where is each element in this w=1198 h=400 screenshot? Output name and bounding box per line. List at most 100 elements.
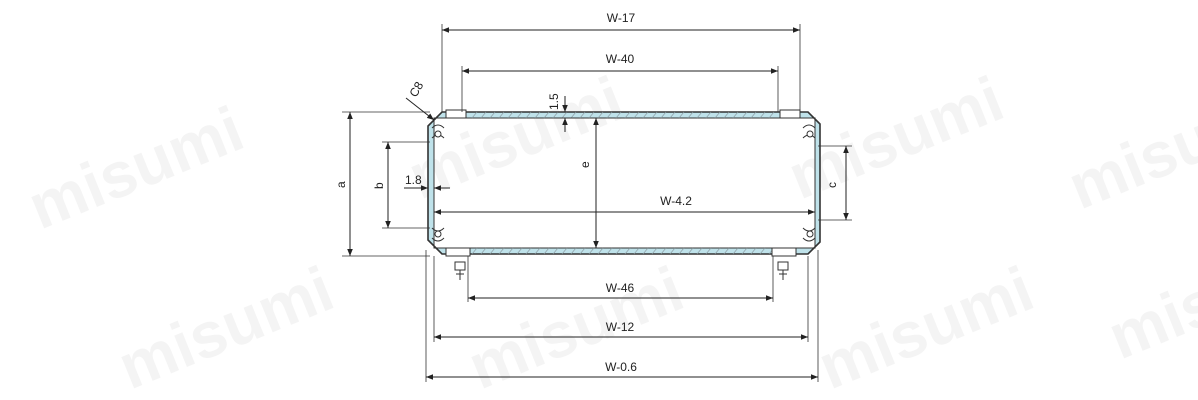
top-right-hole [806,130,814,138]
hatch-stroke [732,111,739,119]
hatch-stroke [498,111,505,119]
hatch-stroke [489,247,496,255]
hatch-stroke [642,247,649,255]
top-right-slot [779,109,801,119]
label-height-a: a [334,181,348,188]
hatch-stroke [696,247,703,255]
hatch-stroke [570,247,577,255]
hatch-stroke [660,111,667,119]
hatch-stroke [741,111,748,119]
bottom-left-hole [434,230,442,238]
hatch-stroke [696,111,703,119]
hatch-stroke [471,111,478,119]
hatch-stroke [606,247,613,255]
hatch-stroke [579,111,586,119]
hatch-stroke [615,247,622,255]
label-height-b: b [372,182,386,189]
hatch-stroke [624,247,631,255]
hatch-stroke [534,111,541,119]
hatch-stroke [705,111,712,119]
watermark-text: misumi [1098,222,1198,373]
wall-hatching [471,111,775,255]
bottom-right-hole [806,230,814,238]
hatch-stroke [525,111,532,119]
hatch-stroke [561,111,568,119]
hatch-stroke [750,111,757,119]
hatch-stroke [498,247,505,255]
screw-left [454,261,466,280]
watermark-text: misumi [18,92,253,243]
hatch-stroke [471,247,478,255]
hatch-stroke [516,111,523,119]
bottom-right-slot [771,247,797,257]
label-bottom-mid: W-12 [606,320,635,334]
hatch-stroke [759,247,766,255]
hatch-stroke [615,111,622,119]
hatch-stroke [480,247,487,255]
hatch-stroke [588,111,595,119]
screw-right [777,261,789,280]
label-bottom-inner: W-46 [606,281,635,295]
hatch-stroke [579,247,586,255]
hatch-stroke [714,247,721,255]
hatch-stroke [507,247,514,255]
hatch-stroke [543,111,550,119]
top-left-hole [434,130,442,138]
hatch-stroke [651,247,658,255]
label-bottom-outer: W-0.6 [605,360,637,374]
hatch-stroke [525,247,532,255]
label-chamfer: C8 [406,79,426,100]
hatch-stroke [507,111,514,119]
hatch-stroke [642,111,649,119]
hatch-stroke [597,111,604,119]
hatch-stroke [606,111,613,119]
label-inner-width: W-4.2 [660,194,692,208]
hatch-stroke [561,247,568,255]
watermark-text: misumi [108,252,343,400]
hatch-stroke [768,111,775,119]
top-left-slot [445,109,467,119]
watermark-text: misumi [1058,72,1198,223]
label-top-inner: W-40 [606,52,635,66]
hatch-stroke [552,111,559,119]
label-wall-thickness: 1.5 [547,93,561,110]
hatch-stroke [750,247,757,255]
profile-outer-edge [427,111,821,255]
hatch-stroke [534,247,541,255]
hatch-stroke [759,111,766,119]
hatch-stroke [669,111,676,119]
hatch-stroke [741,247,748,255]
hatch-stroke [660,247,667,255]
hatch-stroke [516,247,523,255]
hatch-stroke [687,111,694,119]
hatch-stroke [633,111,640,119]
label-top-outer: W-17 [607,11,636,25]
hatch-stroke [651,111,658,119]
enclosure-profile [427,109,821,280]
hatch-stroke [597,247,604,255]
hatch-stroke [732,247,739,255]
hatch-stroke [633,247,640,255]
hatch-stroke [669,247,676,255]
hatch-stroke [714,111,721,119]
label-height-e: e [578,161,592,168]
hatch-stroke [705,247,712,255]
hatch-stroke [678,247,685,255]
chamfer-leader [405,97,435,121]
label-height-c: c [825,182,839,188]
hatch-stroke [489,111,496,119]
hatch-stroke [678,111,685,119]
bottom-left-slot [445,247,471,257]
hatch-stroke [552,247,559,255]
hatch-stroke [588,247,595,255]
watermark-text: misumi [778,62,1013,213]
hatch-stroke [543,247,550,255]
hatch-stroke [723,247,730,255]
label-side-wall: 1.8 [405,173,422,187]
hatch-stroke [687,247,694,255]
hatch-stroke [570,111,577,119]
hatch-stroke [723,111,730,119]
watermark-text: misumi [808,252,1043,400]
hatch-stroke [624,111,631,119]
